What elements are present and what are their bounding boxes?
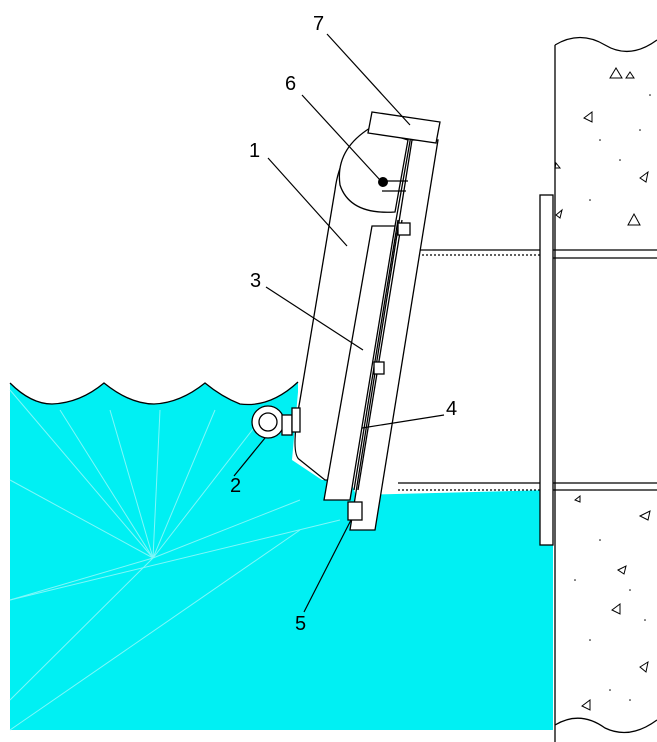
- label-1: 1: [249, 140, 260, 162]
- label-5: 5: [295, 613, 306, 635]
- stop-block-top: [397, 222, 411, 236]
- label-7: 7: [313, 13, 324, 35]
- seal-strip: [357, 219, 403, 491]
- bottom-lug: [347, 501, 363, 521]
- lifting-ring-inner: [258, 412, 278, 432]
- water-body: [9, 381, 553, 731]
- water-rays: [9, 389, 341, 731]
- label-3: 3: [250, 270, 261, 292]
- top-cap: [367, 111, 441, 144]
- hinge-housing: [338, 127, 409, 213]
- leader-lines: [233, 33, 445, 613]
- label-6: 6: [285, 73, 296, 95]
- ring-mount: [281, 414, 293, 436]
- label-2: 2: [230, 475, 241, 497]
- label-4: 4: [446, 398, 457, 420]
- stop-block-mid: [373, 361, 385, 375]
- concrete-wall: [554, 36, 657, 742]
- hinge-pin: [378, 177, 388, 187]
- concrete-aggregate: [554, 67, 651, 711]
- water-surface-line: [9, 381, 299, 406]
- inner-frame: [323, 225, 396, 501]
- ring-bracket: [291, 407, 301, 433]
- flap-gate: [251, 111, 441, 531]
- part-labels: 1 2 3 4 5 6 7: [230, 13, 457, 635]
- outlet-pipe: [398, 194, 657, 546]
- concrete-dots: [574, 94, 651, 701]
- pipe-flange: [539, 194, 554, 546]
